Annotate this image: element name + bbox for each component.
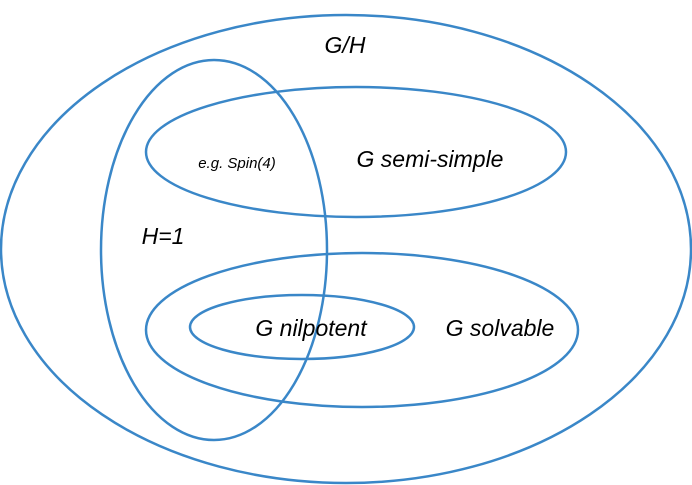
label-g-semisimple: G semi-simple xyxy=(357,146,504,172)
label-g-nilpotent: G nilpotent xyxy=(255,315,368,341)
label-example-spin4: e.g. Spin(4) xyxy=(198,155,276,172)
outer-ellipse-g-over-h xyxy=(0,13,692,485)
ellipse-semisimple xyxy=(144,85,568,219)
label-g-solvable: G solvable xyxy=(446,315,555,341)
ellipse-solvable xyxy=(144,251,580,409)
label-h-equals-1: H=1 xyxy=(142,223,185,249)
label-g-over-h: G/H xyxy=(325,32,366,58)
ellipse-h-trivial xyxy=(99,58,329,442)
ellipse-nilpotent xyxy=(188,293,416,361)
